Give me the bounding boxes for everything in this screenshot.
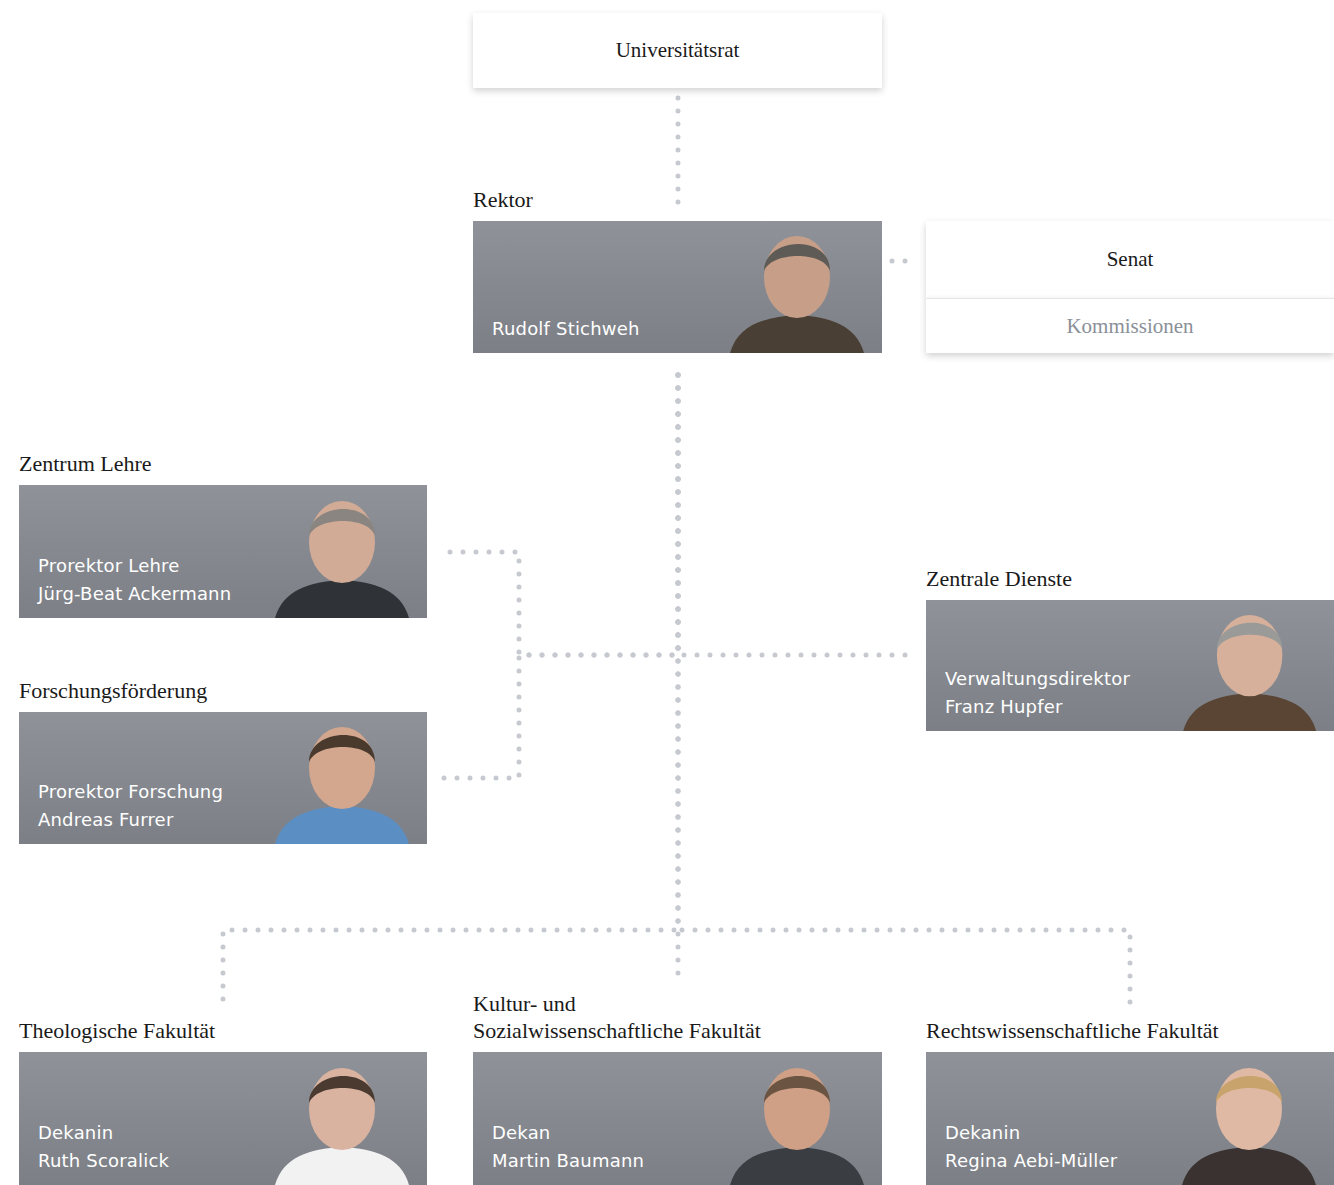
- portrait-head: [764, 1068, 830, 1150]
- unit-title: Universitätsrat: [616, 38, 740, 63]
- person-name: Franz Hupfer: [945, 693, 1130, 721]
- portrait-photo: [257, 485, 427, 618]
- role-title: Dekan: [492, 1119, 644, 1147]
- body-name: Senat: [1107, 247, 1154, 272]
- card-text: DekanMartin Baumann: [492, 1119, 644, 1175]
- card-text: Prorektor LehreJürg-Beat Ackermann: [38, 552, 231, 608]
- portrait-photo: [1164, 1052, 1334, 1185]
- dotted-connector: [676, 98, 681, 207]
- portrait-shoulders: [1182, 1147, 1316, 1185]
- dotted-connector: [443, 375, 678, 778]
- person-card: DekaninRuth Scoralick: [19, 1052, 427, 1185]
- org-unit: Prorektor LehreJürg-Beat AckermannZentru…: [19, 485, 427, 618]
- person-name: Rudolf Stichweh: [492, 315, 640, 343]
- person-card: Rudolf Stichweh: [473, 221, 882, 353]
- portrait-shoulders: [1183, 693, 1316, 731]
- dotted-connector: [678, 375, 1130, 1003]
- role-title: Prorektor Lehre: [38, 552, 231, 580]
- card-text: Prorektor ForschungAndreas Furrer: [38, 778, 223, 834]
- sub-box: Kommissionen: [926, 298, 1334, 353]
- person-card: Prorektor ForschungAndreas Furrer: [19, 712, 427, 844]
- portrait-hair: [309, 735, 375, 762]
- portrait-shoulders: [275, 580, 409, 618]
- unit-heading: Rechtswissenschaftliche Fakultät: [926, 1017, 1334, 1044]
- portrait-hair: [764, 1076, 830, 1103]
- portrait-shoulders: [275, 1147, 409, 1185]
- portrait-hair: [309, 509, 375, 536]
- person-name: Regina Aebi-Müller: [945, 1147, 1117, 1175]
- dotted-connector: [892, 259, 916, 264]
- unit-heading: Kultur- und Sozialwissenschaftliche Faku…: [473, 990, 773, 1044]
- person-name: Andreas Furrer: [38, 806, 223, 834]
- portrait-head: [309, 501, 375, 583]
- person-name: Jürg-Beat Ackermann: [38, 580, 231, 608]
- org-unit: DekanMartin BaumannKultur- und Sozialwis…: [473, 1052, 882, 1185]
- portrait-head: [309, 727, 375, 809]
- unit-heading: Forschungsförderung: [19, 677, 427, 704]
- portrait-hair: [764, 244, 830, 271]
- portrait-shoulders: [275, 806, 409, 844]
- org-unit: DekaninRegina Aebi-MüllerRechtswissensch…: [926, 1052, 1334, 1185]
- portrait-photo: [257, 712, 427, 844]
- person-name: Martin Baumann: [492, 1147, 644, 1175]
- dotted-connector: [678, 375, 916, 655]
- person-card: DekaninRegina Aebi-Müller: [926, 1052, 1334, 1185]
- card-text: Rudolf Stichweh: [492, 315, 640, 343]
- org-unit: DekaninRuth ScoralickTheologische Fakult…: [19, 1052, 427, 1185]
- portrait-photo: [1164, 600, 1334, 731]
- org-unit: Prorektor ForschungAndreas FurrerForschu…: [19, 712, 427, 844]
- org-unit: Universitätsrat: [473, 13, 882, 88]
- unit-heading: Theologische Fakultät: [19, 1017, 427, 1044]
- org-unit: Rudolf StichwehRektor: [473, 221, 882, 353]
- role-title: Verwaltungsdirektor: [945, 665, 1130, 693]
- person-card: Prorektor LehreJürg-Beat Ackermann: [19, 485, 427, 618]
- card-text: DekaninRuth Scoralick: [38, 1119, 169, 1175]
- portrait-shoulders: [730, 315, 864, 353]
- sub-name: Kommissionen: [1066, 314, 1193, 339]
- unit-heading: Zentrum Lehre: [19, 450, 427, 477]
- body-box: Senat: [926, 221, 1334, 298]
- portrait-head: [309, 1068, 375, 1150]
- portrait-hair: [1217, 623, 1283, 650]
- role-title: Prorektor Forschung: [38, 778, 223, 806]
- role-title: Dekanin: [945, 1119, 1117, 1147]
- portrait-head: [764, 236, 830, 318]
- portrait-photo: [712, 221, 882, 353]
- card-text: VerwaltungsdirektorFranz Hupfer: [945, 665, 1130, 721]
- org-unit: SenatKommissionen: [926, 221, 1334, 353]
- portrait-head: [1217, 615, 1283, 696]
- person-name: Ruth Scoralick: [38, 1147, 169, 1175]
- unit-heading: Zentrale Dienste: [926, 565, 1334, 592]
- person-card: VerwaltungsdirektorFranz Hupfer: [926, 600, 1334, 731]
- dotted-connector: [223, 375, 678, 1003]
- role-title: Dekanin: [38, 1119, 169, 1147]
- org-unit: VerwaltungsdirektorFranz HupferZentrale …: [926, 600, 1334, 731]
- person-card: DekanMartin Baumann: [473, 1052, 882, 1185]
- portrait-hair: [1216, 1076, 1282, 1103]
- dotted-connector: [443, 375, 678, 655]
- portrait-shoulders: [730, 1147, 864, 1185]
- card-text: DekaninRegina Aebi-Müller: [945, 1119, 1117, 1175]
- portrait-photo: [712, 1052, 882, 1185]
- unit-heading: Rektor: [473, 186, 882, 213]
- portrait-hair: [309, 1076, 375, 1103]
- portrait-head: [1216, 1068, 1282, 1150]
- portrait-photo: [257, 1052, 427, 1185]
